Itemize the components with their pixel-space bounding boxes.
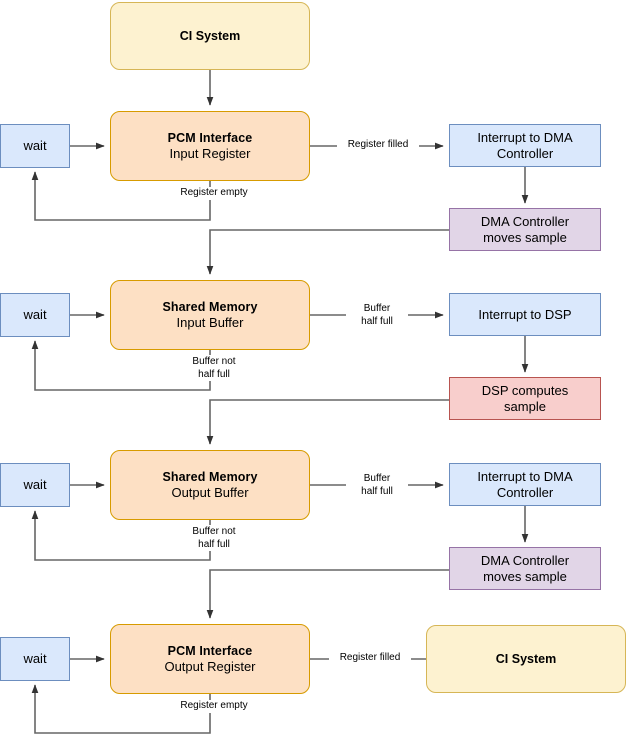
- edge-label-buffer-half-full-1-line1: Buffer: [363, 303, 391, 314]
- node-dsp-computes-sample[interactable]: DSP computes sample: [449, 377, 601, 420]
- edge-label-register-empty-2: Register empty: [171, 700, 257, 713]
- node-dma-moves-sample-2-line2: moves sample: [483, 568, 567, 584]
- node-interrupt-to-dma-1-line2: Controller: [496, 145, 554, 161]
- edge-label-register-filled-1-text: Register filled: [347, 139, 409, 150]
- node-interrupt-to-dma-2[interactable]: Interrupt to DMA Controller: [449, 463, 601, 506]
- node-wait-1-label: wait: [23, 138, 47, 154]
- node-ci-system-bottom-label: CI System: [495, 651, 557, 666]
- node-dma-moves-sample-2-line1: DMA Controller: [480, 553, 570, 569]
- edge-label-register-filled-2-text: Register filled: [339, 652, 401, 663]
- node-interrupt-to-dma-2-line2: Controller: [496, 484, 554, 500]
- node-dma-moves-sample-1[interactable]: DMA Controller moves sample: [449, 208, 601, 251]
- node-pcm-input-register-title: PCM Interface: [167, 130, 253, 145]
- node-wait-3-label: wait: [23, 477, 47, 493]
- node-shared-memory-input-title: Shared Memory: [162, 299, 258, 314]
- node-ci-system-top[interactable]: CI System: [110, 2, 310, 70]
- node-wait-3[interactable]: wait: [0, 463, 70, 507]
- edge-label-register-empty-1-text: Register empty: [180, 187, 248, 198]
- edge-label-buffer-half-full-2-line1: Buffer: [363, 473, 391, 484]
- edge-label-buffer-half-full-1: Buffer half full: [346, 302, 408, 328]
- node-dsp-computes-sample-line2: sample: [504, 398, 546, 414]
- edge-label-register-filled-2: Register filled: [329, 652, 411, 665]
- edge-label-register-empty-2-text: Register empty: [180, 700, 248, 711]
- node-interrupt-to-dma-1-line1: Interrupt to DMA: [477, 130, 573, 146]
- edge-label-register-empty-1: Register empty: [171, 187, 257, 200]
- node-pcm-input-register[interactable]: PCM Interface Input Register: [110, 111, 310, 181]
- node-pcm-output-register-title: PCM Interface: [167, 643, 253, 658]
- node-pcm-input-register-subtitle: Input Register: [169, 145, 251, 161]
- node-shared-memory-input-subtitle: Input Buffer: [176, 314, 244, 330]
- node-dsp-computes-sample-line1: DSP computes: [481, 383, 569, 399]
- edge-label-buffer-half-full-2-line2: half full: [361, 486, 393, 497]
- edge-label-buffer-not-half-full-1-line2: half full: [198, 369, 230, 380]
- node-wait-4-label: wait: [23, 651, 47, 667]
- node-interrupt-to-dma-1[interactable]: Interrupt to DMA Controller: [449, 124, 601, 167]
- node-interrupt-to-dsp[interactable]: Interrupt to DSP: [449, 293, 601, 336]
- node-pcm-output-register-subtitle: Output Register: [164, 658, 256, 674]
- node-wait-2-label: wait: [23, 307, 47, 323]
- node-ci-system-bottom[interactable]: CI System: [426, 625, 626, 693]
- node-wait-2[interactable]: wait: [0, 293, 70, 337]
- edge-label-buffer-half-full-1-line2: half full: [361, 316, 393, 327]
- edge-dma-moves2-to-pcm-output: [206, 569, 449, 619]
- node-shared-memory-output-subtitle: Output Buffer: [171, 484, 249, 500]
- edge-label-buffer-not-half-full-2-line1: Buffer not: [192, 526, 236, 537]
- node-interrupt-to-dma-2-line1: Interrupt to DMA: [477, 469, 573, 485]
- edge-label-buffer-not-half-full-2-line2: half full: [198, 539, 230, 550]
- edge-dsp-computes-to-shared-output: [206, 399, 449, 445]
- edge-label-buffer-half-full-2: Buffer half full: [346, 472, 408, 498]
- node-dma-moves-sample-1-line2: moves sample: [483, 229, 567, 245]
- node-wait-1[interactable]: wait: [0, 124, 70, 168]
- node-ci-system-top-label: CI System: [179, 28, 241, 43]
- edge-label-buffer-not-half-full-1: Buffer not half full: [176, 355, 252, 381]
- node-dma-moves-sample-2[interactable]: DMA Controller moves sample: [449, 547, 601, 590]
- node-interrupt-to-dsp-label: Interrupt to DSP: [478, 306, 572, 322]
- edge-dma-moves1-to-shared-input: [206, 229, 449, 275]
- node-pcm-output-register[interactable]: PCM Interface Output Register: [110, 624, 310, 694]
- edge-label-buffer-not-half-full-1-line1: Buffer not: [192, 356, 236, 367]
- node-dma-moves-sample-1-line1: DMA Controller: [480, 214, 570, 230]
- edge-label-register-filled-1: Register filled: [337, 139, 419, 152]
- node-shared-memory-output-title: Shared Memory: [162, 469, 258, 484]
- node-wait-4[interactable]: wait: [0, 637, 70, 681]
- edge-label-buffer-not-half-full-2: Buffer not half full: [176, 525, 252, 551]
- node-shared-memory-input[interactable]: Shared Memory Input Buffer: [110, 280, 310, 350]
- node-shared-memory-output[interactable]: Shared Memory Output Buffer: [110, 450, 310, 520]
